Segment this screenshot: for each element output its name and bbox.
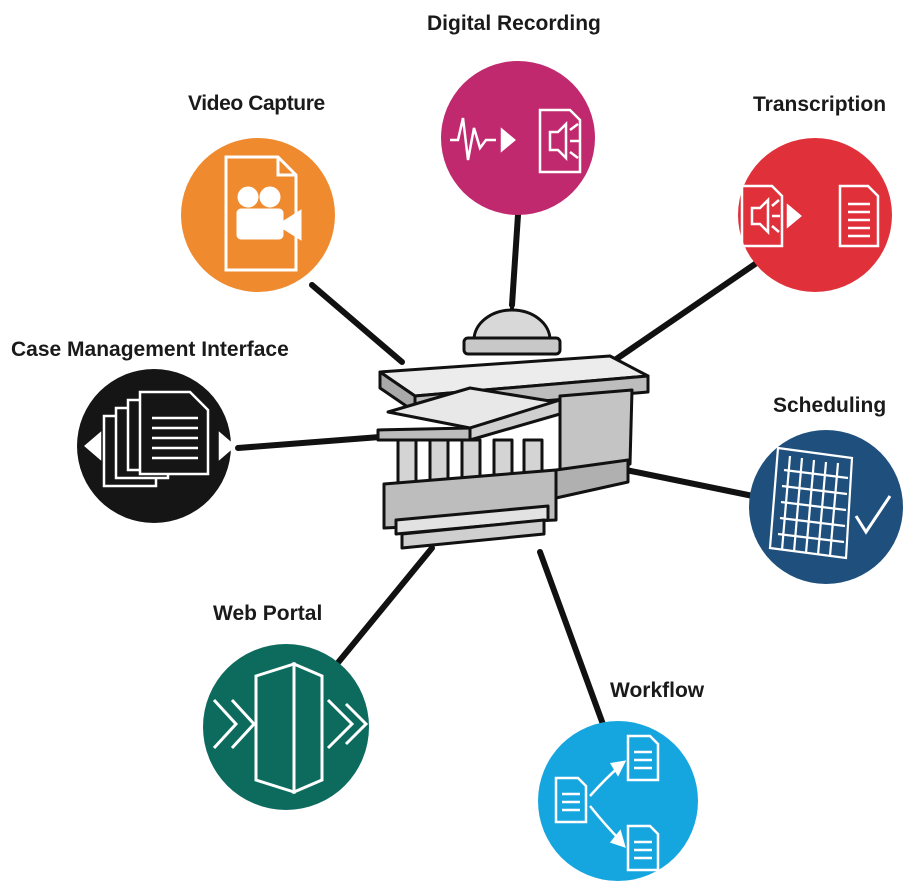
node-digital-recording[interactable] [441, 61, 595, 215]
waveform-to-audio-file-icon [450, 108, 582, 174]
door-portal-icon [212, 661, 369, 795]
connector-workflow [537, 549, 607, 730]
calendar-check-icon [768, 446, 892, 560]
label-digital-recording: Digital Recording [427, 12, 601, 35]
node-case-management-interface[interactable] [77, 369, 236, 523]
connector-video-capture [309, 282, 405, 365]
document-flow-icon [554, 734, 660, 872]
node-web-portal[interactable] [203, 644, 369, 810]
connector-web-portal [329, 545, 435, 673]
label-web-portal: Web Portal [213, 602, 322, 625]
audio-to-text-file-icon [740, 184, 880, 248]
connector-case-management [235, 434, 383, 451]
connector-scheduling [623, 467, 756, 499]
label-video-capture: Video Capture [188, 92, 325, 115]
web-portal-circle [203, 644, 369, 810]
document-stack-icon [84, 390, 236, 488]
label-workflow: Workflow [610, 679, 705, 702]
node-transcription[interactable] [738, 138, 892, 292]
transcription-circle [738, 138, 892, 292]
label-scheduling: Scheduling [773, 394, 886, 417]
label-case-management-interface: Case Management Interface [11, 338, 289, 361]
digital-recording-circle [441, 61, 595, 215]
node-workflow[interactable] [538, 721, 698, 881]
node-scheduling[interactable] [749, 430, 903, 584]
courthouse-icon [376, 293, 650, 550]
connectors [235, 212, 761, 730]
node-video-capture[interactable] [181, 138, 335, 292]
connector-transcription [609, 259, 761, 365]
connector-digital-recording [509, 212, 521, 308]
label-transcription: Transcription [753, 93, 886, 116]
video-file-icon [224, 155, 302, 272]
